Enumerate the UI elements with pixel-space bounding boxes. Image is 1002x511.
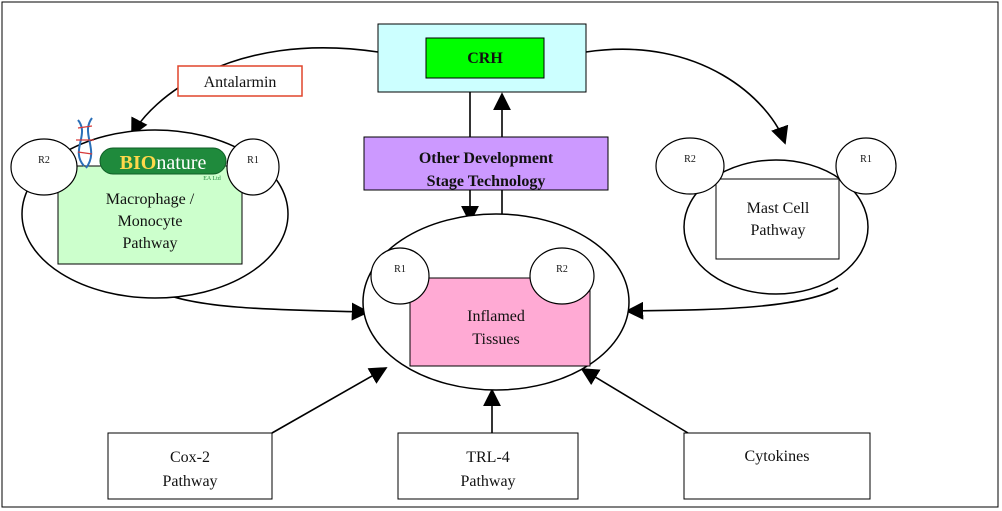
trl4-line2: Pathway — [460, 473, 515, 490]
dna-helix-icon — [77, 117, 93, 169]
mast-cell-line2: Pathway — [750, 222, 805, 239]
mast-receptor-r2 — [655, 137, 725, 195]
antalarmin-label: Antalarmin — [204, 74, 277, 91]
macrophage-line2: Monocyte — [118, 213, 183, 230]
inflamed-r2-label: R2 — [556, 264, 568, 275]
macrophage-r2-label: R2 — [38, 155, 50, 166]
mast-cell-line1: Mast Cell — [747, 200, 810, 217]
cox2-node: Cox-2 Pathway — [107, 432, 273, 500]
trl4-box — [397, 432, 579, 500]
cox2-box — [107, 432, 273, 500]
inflamed-r1-label: R1 — [394, 264, 406, 275]
other-tech-box — [363, 136, 609, 191]
cox2-line2: Pathway — [162, 473, 217, 490]
antalarmin-node: Antalarmin — [177, 65, 303, 97]
crh-label: CRH — [467, 50, 503, 67]
macrophage-box — [57, 165, 243, 265]
mast-r2-label: R2 — [684, 154, 696, 165]
bionature-rest: nature — [156, 152, 206, 174]
connectors — [131, 47, 839, 434]
macrophage-line1: Macrophage / — [106, 191, 195, 208]
svg-text:BIOnature: BIOnature — [120, 152, 207, 174]
trl4-node: TRL-4 Pathway — [397, 432, 579, 500]
inflamed-line2: Tissues — [472, 331, 519, 348]
arrow-macrophage-to-inflamed — [159, 291, 370, 321]
macrophage-receptor-r1 — [226, 138, 280, 196]
cytokines-label: Cytokines — [745, 448, 810, 465]
crh-node: CRH — [377, 23, 587, 93]
trl4-line1: TRL-4 — [466, 449, 510, 466]
cytokines-box — [683, 432, 871, 500]
inflamed-receptor-r1 — [370, 247, 430, 305]
macrophage-node: Macrophage / Monocyte Pathway BIOnature … — [10, 117, 289, 299]
mast-cell-box — [715, 178, 840, 260]
macrophage-r1-label: R1 — [247, 155, 259, 166]
mast-cell-node: Mast Cell Pathway R2 R1 — [655, 137, 897, 295]
inflamed-node: Inflamed Tissues R1 R2 — [362, 213, 630, 391]
inflamed-receptor-r2 — [529, 247, 595, 305]
bionature-logo: BIOnature EA Ltd — [76, 117, 227, 182]
arrow-cox2-to-inflamed — [271, 367, 388, 434]
mast-r1-label: R1 — [860, 154, 872, 165]
macrophage-receptor-r2 — [10, 138, 78, 196]
bionature-bio: BIO — [120, 152, 157, 174]
inflamed-line1: Inflamed — [467, 308, 525, 325]
cox2-line1: Cox-2 — [170, 449, 210, 466]
mast-receptor-r1 — [835, 137, 897, 195]
other-tech-node: Other Development Stage Technology — [363, 136, 609, 191]
bionature-badge — [99, 147, 227, 175]
arrow-cytokines-to-inflamed — [580, 368, 689, 434]
macrophage-line3: Pathway — [122, 235, 177, 252]
bionature-sub: EA Ltd — [203, 176, 221, 182]
arrow-mast-to-inflamed — [625, 287, 839, 320]
antalarmin-box — [177, 65, 303, 97]
other-tech-line1: Other Development — [419, 150, 554, 167]
cytokines-node: Cytokines — [683, 432, 871, 500]
other-tech-line2: Stage Technology — [427, 173, 546, 190]
arrow-crh-to-mast-cell — [585, 48, 789, 145]
crh-inner-box — [425, 37, 545, 79]
